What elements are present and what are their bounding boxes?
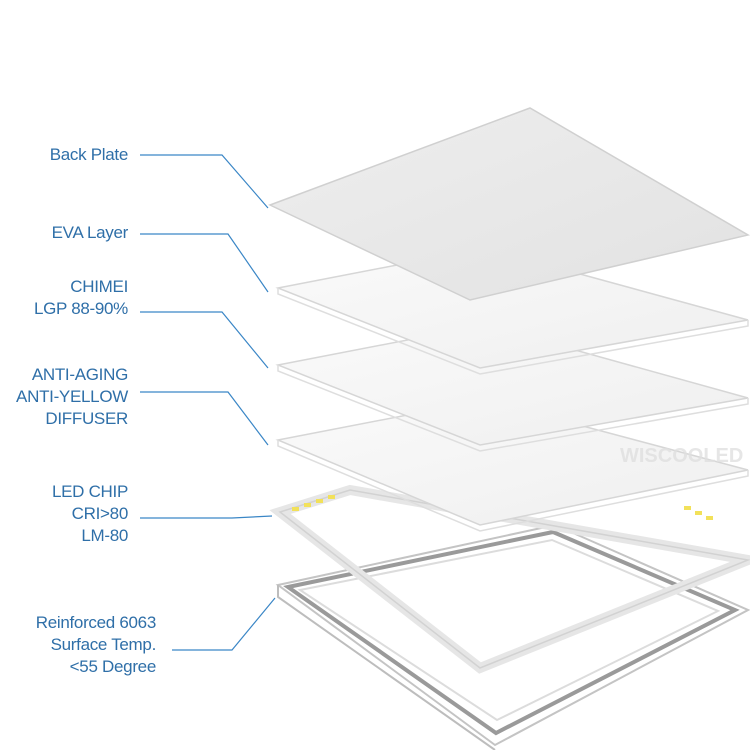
- label-eva-layer: EVA Layer: [51, 222, 129, 244]
- label-back-plate-line-1: Back Plate: [49, 145, 129, 164]
- label-diffuser: ANTI-AGING ANTI-YELLOW DIFFUSER: [16, 364, 128, 430]
- led-chip-group-right: [684, 506, 713, 520]
- leader-line-back-plate: [140, 154, 269, 209]
- label-led-chip-line-2: CRI>80: [71, 504, 129, 523]
- watermark-text: WISCOOLED: [620, 445, 743, 467]
- label-frame-line-1: Reinforced 6063: [35, 613, 157, 632]
- led-chip: [684, 506, 691, 510]
- back-plate-panel: [268, 107, 750, 301]
- label-lgp: CHIMEI LGP 88-90%: [34, 276, 128, 320]
- label-led-chip: LED CHIP CRI>80 LM-80: [52, 481, 128, 547]
- leader-line-diffuser: [140, 391, 269, 446]
- leader-line-frame: [172, 597, 276, 651]
- led-chip: [316, 499, 323, 503]
- led-chip: [695, 511, 702, 515]
- label-lgp-line-1: CHIMEI: [70, 277, 128, 296]
- label-back-plate: Back Plate: [49, 144, 129, 166]
- label-frame-line-2: Surface Temp.: [50, 635, 157, 654]
- label-led-chip-line-3: LM-80: [81, 526, 128, 545]
- led-chip: [706, 516, 713, 520]
- label-eva-layer-line-1: EVA Layer: [51, 223, 129, 242]
- label-diffuser-line-2: ANTI-YELLOW: [16, 387, 128, 406]
- led-chip: [328, 495, 335, 499]
- label-led-chip-line-1: LED CHIP: [51, 482, 128, 501]
- led-strip-frame: [269, 484, 750, 674]
- diffuser-panel: WISCOOLED: [275, 399, 749, 532]
- aluminum-frame: [275, 523, 750, 750]
- label-diffuser-line-3: DIFFUSER: [45, 409, 128, 428]
- label-frame-line-3: <55 Degree: [69, 657, 157, 676]
- leader-line-lgp: [140, 311, 269, 369]
- led-chip-group-left: [292, 495, 335, 511]
- label-frame: Reinforced 6063 Surface Temp. <55 Degree: [35, 612, 157, 678]
- led-chip: [292, 507, 299, 511]
- label-lgp-line-2: LGP 88-90%: [33, 299, 128, 318]
- leader-lines: [140, 154, 276, 651]
- label-diffuser-line-1: ANTI-AGING: [31, 365, 128, 384]
- leader-line-led-chip: [140, 515, 273, 519]
- led-chip: [304, 503, 311, 507]
- leader-line-eva-layer: [140, 233, 269, 293]
